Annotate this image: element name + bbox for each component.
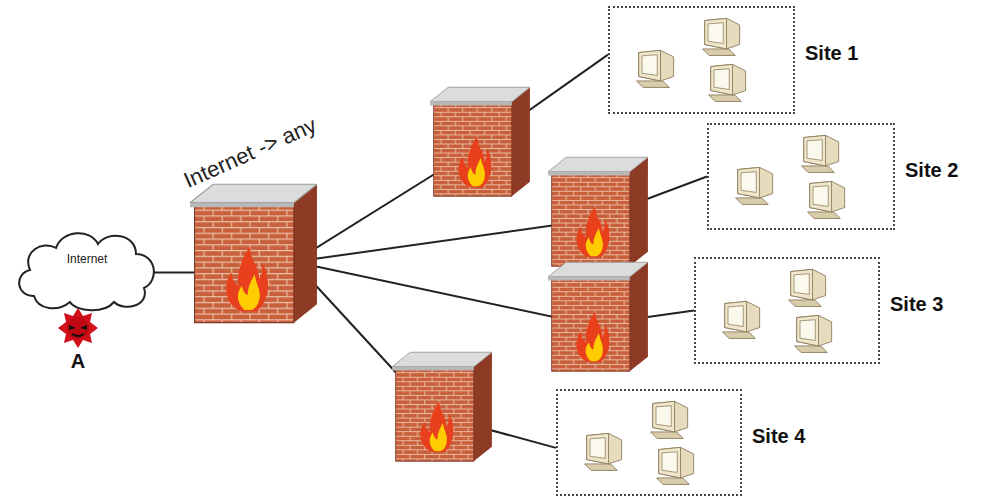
firewall-node: Internet -> any [195, 203, 294, 323]
site-box: Site 1 [608, 6, 795, 114]
site-label: Site 3 [890, 293, 943, 316]
cloud-label: Internet [12, 252, 162, 266]
attacker-label: A [71, 350, 85, 373]
firewall-main [190, 184, 317, 322]
site-label: Site 1 [805, 42, 858, 65]
cloud-outline [12, 222, 162, 314]
network-link [148, 272, 195, 274]
site-label: Site 4 [752, 425, 805, 448]
attacker-icon [58, 308, 98, 348]
site-label: Site 2 [905, 159, 958, 182]
rule-label: Internet -> any [180, 112, 321, 194]
site-box: Site 2 [707, 123, 895, 230]
internet-cloud: Internet [12, 222, 162, 314]
firewall-small [392, 87, 648, 461]
site-box: Site 3 [694, 257, 880, 364]
computers [585, 18, 845, 484]
site-box: Site 4 [556, 389, 742, 496]
